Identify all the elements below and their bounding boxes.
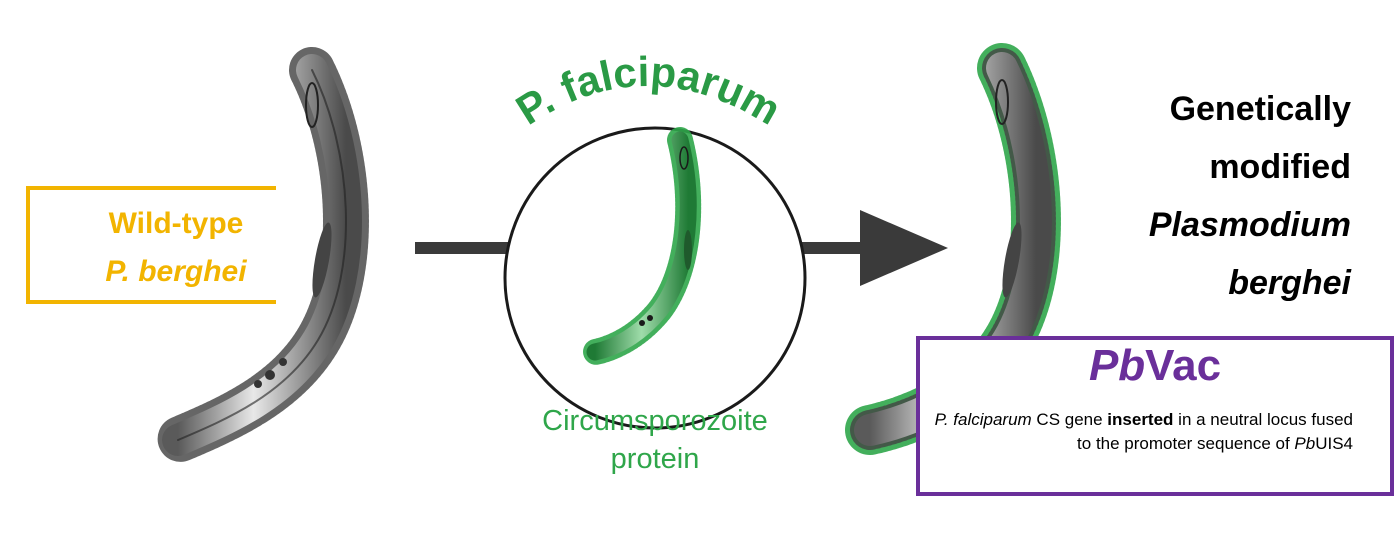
- pbvac-desc-part2: CS gene: [1032, 410, 1108, 429]
- modified-line1: Genetically: [1149, 80, 1351, 138]
- falciparum-circle: [505, 128, 805, 428]
- pbvac-desc-species: P. falciparum: [935, 410, 1032, 429]
- pbvac-title-italic: Pb: [1089, 341, 1145, 390]
- modified-line2: modified: [1149, 138, 1351, 196]
- modified-line4: berghei: [1149, 254, 1351, 312]
- cs-protein-label: Circumsporozoite protein: [520, 402, 790, 478]
- wild-type-line1: Wild-type: [26, 200, 326, 248]
- pbvac-desc-bold: inserted: [1107, 410, 1173, 429]
- modified-title: Genetically modified Plasmodium berghei: [1149, 80, 1351, 312]
- wild-type-label: Wild-type P. berghei: [26, 200, 326, 296]
- pbvac-title-rest: Vac: [1145, 341, 1221, 390]
- modified-line3: Plasmodium: [1149, 196, 1351, 254]
- cs-label-line1: Circumsporozoite: [520, 402, 790, 440]
- pbvac-desc-part4: UIS4: [1315, 434, 1353, 453]
- falciparum-arc-title: P. falciparum: [508, 48, 789, 134]
- pbvac-title: PbVac: [916, 340, 1394, 392]
- pbvac-desc-italic: Pb: [1294, 434, 1315, 453]
- cs-label-line2: protein: [520, 440, 790, 478]
- wild-type-line2: P. berghei: [26, 248, 326, 296]
- pbvac-description: P. falciparum CS gene inserted in a neut…: [933, 408, 1353, 456]
